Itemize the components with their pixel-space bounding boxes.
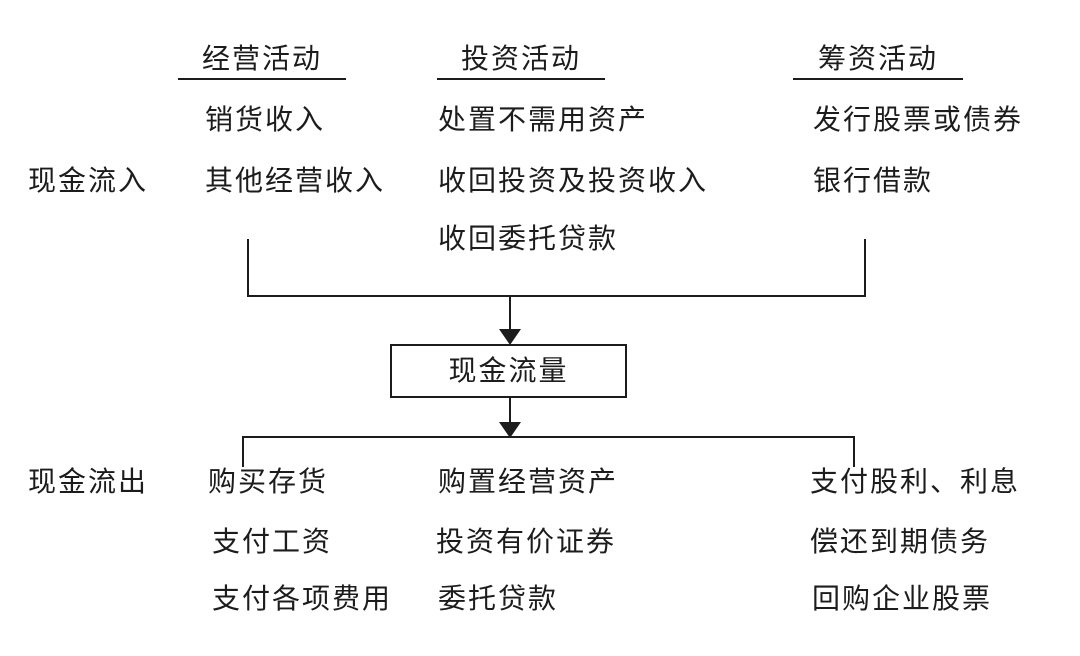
inflow-item-operating-other-income: 其他经营收入 bbox=[205, 165, 386, 196]
outflow-item-operating-purchase-inventory: 购买存货 bbox=[208, 466, 329, 497]
cash-outflow-label: 现金流出 bbox=[28, 466, 149, 497]
cash-inflow-label: 现金流入 bbox=[28, 165, 149, 196]
inflow-item-financing-issue-stock-bonds: 发行股票或债券 bbox=[813, 104, 1024, 135]
inflow-item-investing-disposal-assets: 处置不需用资产 bbox=[438, 104, 649, 135]
outflow-arrow-line bbox=[509, 398, 511, 425]
outflow-item-operating-pay-expenses: 支付各项费用 bbox=[212, 583, 393, 614]
outflow-item-financing-repay-debt: 偿还到期债务 bbox=[810, 526, 991, 557]
inflow-item-operating-sales-revenue: 销货收入 bbox=[205, 104, 326, 135]
column-header-investing: 投资活动 bbox=[437, 42, 605, 80]
inflow-bracket-left-stub bbox=[247, 239, 249, 297]
outflow-item-financing-repurchase-stock: 回购企业股票 bbox=[812, 583, 993, 614]
inflow-item-investing-recover-investment: 收回投资及投资收入 bbox=[438, 165, 709, 196]
arrow-down-icon bbox=[499, 329, 521, 345]
outflow-item-investing-entrusted-loans: 委托贷款 bbox=[438, 583, 559, 614]
outflow-item-investing-purchase-operating-assets: 购置经营资产 bbox=[438, 466, 619, 497]
arrow-down-icon bbox=[499, 422, 521, 438]
cash-flow-box: 现金流量 bbox=[390, 344, 627, 398]
outflow-bracket-right-stub bbox=[853, 436, 855, 467]
inflow-bracket-right-stub bbox=[864, 239, 866, 297]
inflow-arrow-line bbox=[509, 297, 511, 331]
inflow-bracket-horizontal bbox=[247, 295, 866, 297]
outflow-item-operating-pay-wages: 支付工资 bbox=[212, 526, 333, 557]
outflow-item-investing-invest-securities: 投资有价证券 bbox=[436, 526, 617, 557]
outflow-bracket-left-stub bbox=[242, 436, 244, 467]
outflow-item-financing-pay-dividends-interest: 支付股利、利息 bbox=[810, 466, 1021, 497]
column-header-operating: 经营活动 bbox=[178, 42, 346, 80]
column-header-financing: 筹资活动 bbox=[793, 42, 963, 80]
inflow-item-financing-bank-loans: 银行借款 bbox=[813, 165, 934, 196]
inflow-item-investing-recover-entrusted-loans: 收回委托贷款 bbox=[438, 223, 619, 254]
outflow-bracket-horizontal bbox=[242, 436, 855, 438]
